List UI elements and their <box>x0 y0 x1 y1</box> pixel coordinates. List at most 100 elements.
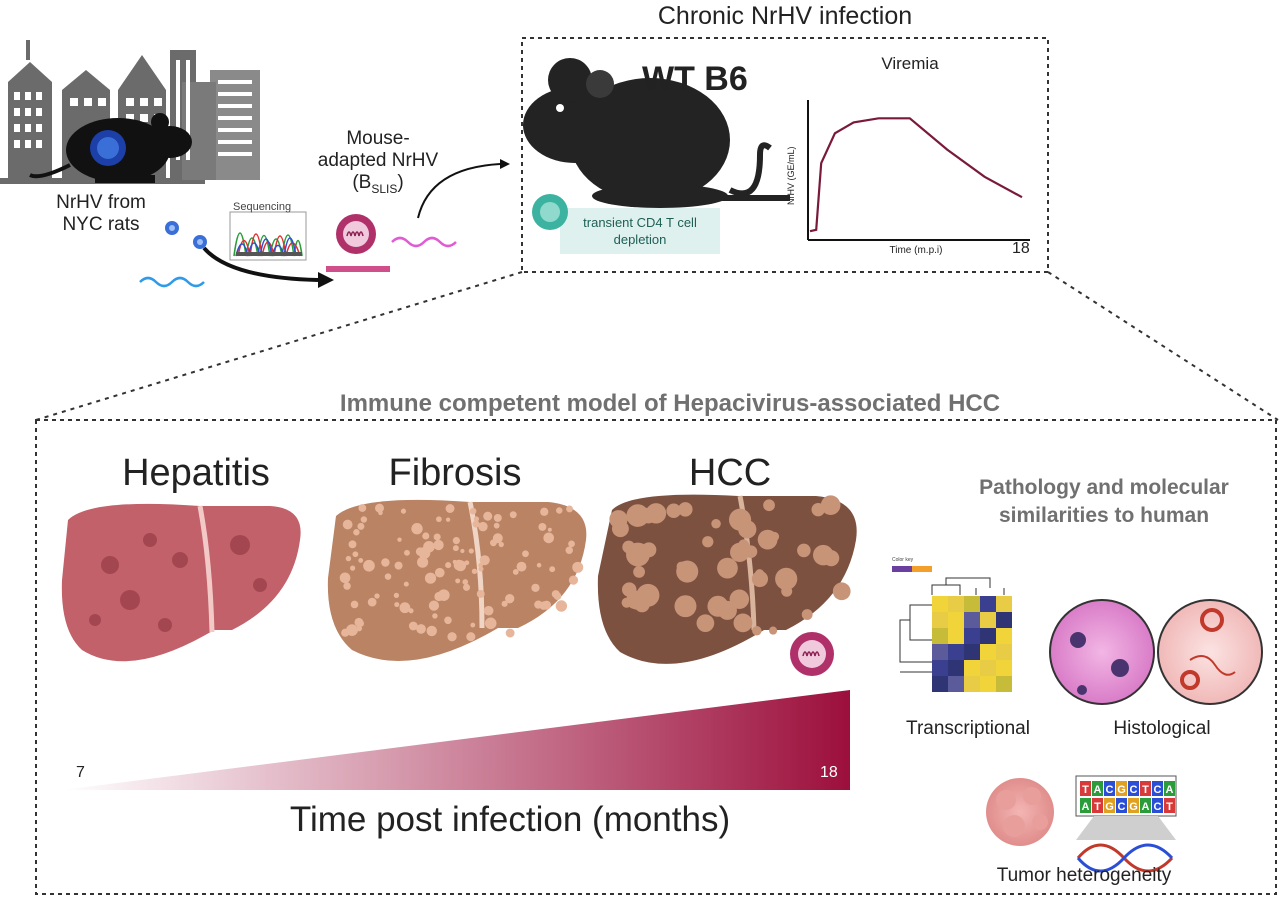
similarity-line1: Pathology and molecular <box>979 476 1229 499</box>
fibrosis-nodule <box>455 578 461 584</box>
heatmap-cell <box>980 628 996 644</box>
hcc-nodule <box>626 504 650 527</box>
stage-fibrosis-label: Fibrosis <box>388 452 522 494</box>
heatmap-cell <box>996 596 1012 612</box>
hcc-nodule <box>733 613 753 633</box>
hcc-nodule <box>823 550 840 567</box>
section-title: Immune competent model of Hepacivirus-as… <box>339 390 1001 417</box>
fibrosis-nodule <box>426 625 437 637</box>
fibrosis-nodule <box>479 555 490 566</box>
dna-base-cell <box>1080 781 1091 796</box>
virus-hcc-icon <box>790 632 834 676</box>
dna-base-cell <box>1116 798 1127 813</box>
heatmap-cell <box>964 596 980 612</box>
heatmap-cell <box>948 612 964 628</box>
fibrosis-nodule <box>538 522 547 531</box>
heatmap-cell <box>980 596 996 612</box>
stage-hepatitis-label: Hepatitis <box>122 452 270 494</box>
hcc-nodule <box>755 569 765 579</box>
hcc-nodule <box>738 520 757 539</box>
fibrosis-nodule <box>522 550 529 558</box>
fibrosis-nodule <box>505 594 515 604</box>
hcc-nodule <box>641 542 657 558</box>
hcc-nodules <box>609 495 851 636</box>
dna-base-cell <box>1140 798 1151 813</box>
fibrosis-nodule <box>433 533 441 541</box>
fibrosis-nodule <box>423 541 435 553</box>
fibrosis-nodule <box>356 625 363 632</box>
fibrosis-nodule <box>539 601 548 610</box>
color-key-label: Color key <box>892 557 914 563</box>
dna-base-letter: T <box>1094 801 1101 813</box>
histology-normal-icon <box>1157 599 1263 705</box>
depletion-label: transient CD4 T cell depletion <box>583 214 697 248</box>
fibrosis-nodule <box>400 508 407 514</box>
tumor-cluster-icon <box>986 778 1054 846</box>
hcc-nodule <box>645 503 667 524</box>
fibrosis-nodule <box>492 533 503 544</box>
fibrosis-nodule <box>428 600 440 611</box>
dna-base-letter: A <box>1142 801 1150 813</box>
viremia-x-end-label: 18 <box>1012 240 1030 257</box>
dna-base-letter: C <box>1130 784 1138 796</box>
fibrosis-nodule <box>468 548 474 554</box>
hcc-nodule <box>633 566 645 578</box>
fibrosis-nodule <box>358 558 364 563</box>
heatmap-cells <box>932 596 1012 692</box>
fibrosis-nodule <box>469 507 477 515</box>
hcc-nodule <box>702 536 714 548</box>
fibrosis-nodule <box>509 511 517 519</box>
fibrosis-nodule <box>381 558 390 567</box>
hcc-nodule <box>609 510 628 529</box>
fibrosis-nodule <box>408 621 418 631</box>
hcc-nodule <box>666 503 681 518</box>
connector-left <box>35 271 523 421</box>
heatmap-cell <box>996 612 1012 628</box>
fibrosis-nodule <box>471 568 478 575</box>
fibrosis-nodule <box>462 583 471 591</box>
fibrosis-nodule <box>394 602 400 608</box>
heatmap-cell <box>932 644 948 660</box>
fibrosis-nodule <box>345 555 352 562</box>
fibrosis-nodule <box>498 541 504 548</box>
fibrosis-nodule <box>445 517 451 522</box>
hcc-nodule <box>763 499 775 512</box>
fibrosis-nodule <box>447 632 457 642</box>
fibrosis-nodule <box>417 556 429 568</box>
fibrosis-nodule <box>360 516 368 523</box>
fibrosis-nodule <box>422 532 430 540</box>
fibrosis-nodule <box>357 522 365 530</box>
hcc-nodule <box>621 597 632 608</box>
dna-base-cell <box>1140 781 1151 796</box>
heatmap-cell <box>948 644 964 660</box>
dna-base-cell <box>1152 798 1163 813</box>
adapted-strain-open: (B <box>352 172 372 193</box>
fibrosis-nodule <box>556 507 563 514</box>
rna-strand-blue <box>139 276 205 288</box>
fibrosis-nodule <box>342 519 353 530</box>
hcc-nodule <box>729 589 750 610</box>
adapted-line1: Mouse- <box>346 128 410 149</box>
hcc-nodule <box>676 561 687 572</box>
heatmap-cell <box>996 628 1012 644</box>
fibrosis-nodule <box>531 583 540 593</box>
hcc-nodule <box>752 626 762 636</box>
time-start-label: 7 <box>76 764 85 781</box>
fibrosis-nodule <box>349 565 356 571</box>
heatmap-cell <box>964 612 980 628</box>
fibrosis-nodule <box>493 513 502 522</box>
sequencing-chromatogram-icon <box>229 211 307 261</box>
fibrosis-nodules <box>339 503 584 642</box>
fibrosis-nodule <box>452 559 457 564</box>
fibrosis-nodule <box>348 540 357 549</box>
viremia-xlabel: Time (m.p.i) <box>889 245 943 256</box>
hcc-nodule <box>801 609 813 620</box>
hcc-nodule <box>622 582 637 597</box>
histological-label: Histological <box>1113 718 1211 739</box>
time-gradient-wedge <box>62 690 850 790</box>
heatmap-cell <box>932 676 948 692</box>
dna-base-letter: T <box>1082 784 1089 796</box>
fibrosis-nodule <box>470 622 476 628</box>
fibrosis-nodule <box>483 605 494 616</box>
rna-strand-pink <box>391 236 457 248</box>
